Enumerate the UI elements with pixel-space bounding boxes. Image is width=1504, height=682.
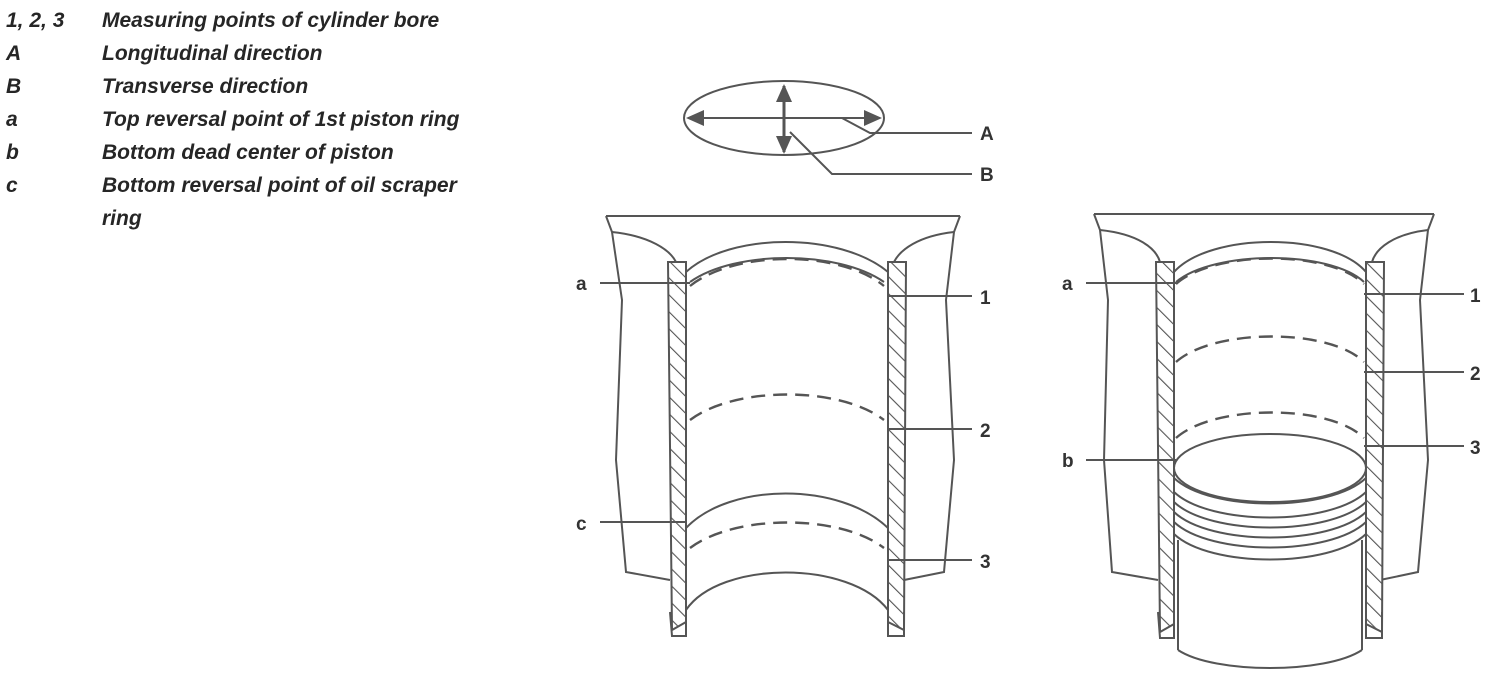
legend-row: c Bottom reversal point of oil scraper r…	[6, 169, 506, 235]
legend-key: a	[6, 108, 18, 131]
direction-ellipse	[683, 80, 972, 175]
label-c-left: c	[576, 514, 587, 535]
legend-row: A Longitudinal direction	[6, 37, 506, 70]
label-a-right: a	[1062, 274, 1073, 295]
legend-key: 1, 2, 3	[6, 9, 65, 32]
legend-key: c	[6, 174, 18, 197]
label-B: B	[980, 165, 994, 186]
legend: 1, 2, 3 Measuring points of cylinder bor…	[6, 4, 506, 235]
legend-key: A	[6, 42, 22, 65]
legend-row: B Transverse direction	[6, 70, 506, 103]
label-1-left: 1	[980, 288, 991, 309]
label-2-right: 2	[1470, 364, 1481, 385]
legend-text: Bottom reversal point of oil scraper rin…	[102, 174, 457, 230]
right-cylinder	[1086, 213, 1464, 669]
legend-text: Top reversal point of 1st piston ring	[102, 108, 460, 131]
legend-text: Longitudinal direction	[102, 42, 323, 65]
label-a-left: a	[576, 274, 587, 295]
legend-key: b	[6, 141, 19, 164]
label-2-left: 2	[980, 421, 991, 442]
legend-text: Measuring points of cylinder bore	[102, 9, 440, 32]
left-cylinder	[600, 215, 972, 637]
legend-key: B	[6, 75, 22, 98]
label-3-right: 3	[1470, 438, 1481, 459]
legend-text: Bottom dead center of piston	[102, 141, 394, 164]
label-A: A	[980, 124, 994, 145]
legend-row: a Top reversal point of 1st piston ring	[6, 103, 506, 136]
label-3-left: 3	[980, 552, 991, 573]
legend-row: 1, 2, 3 Measuring points of cylinder bor…	[6, 4, 506, 37]
label-b-right: b	[1062, 451, 1074, 472]
legend-text: Transverse direction	[102, 75, 309, 98]
legend-row: b Bottom dead center of piston	[6, 136, 506, 169]
label-1-right: 1	[1470, 286, 1481, 307]
